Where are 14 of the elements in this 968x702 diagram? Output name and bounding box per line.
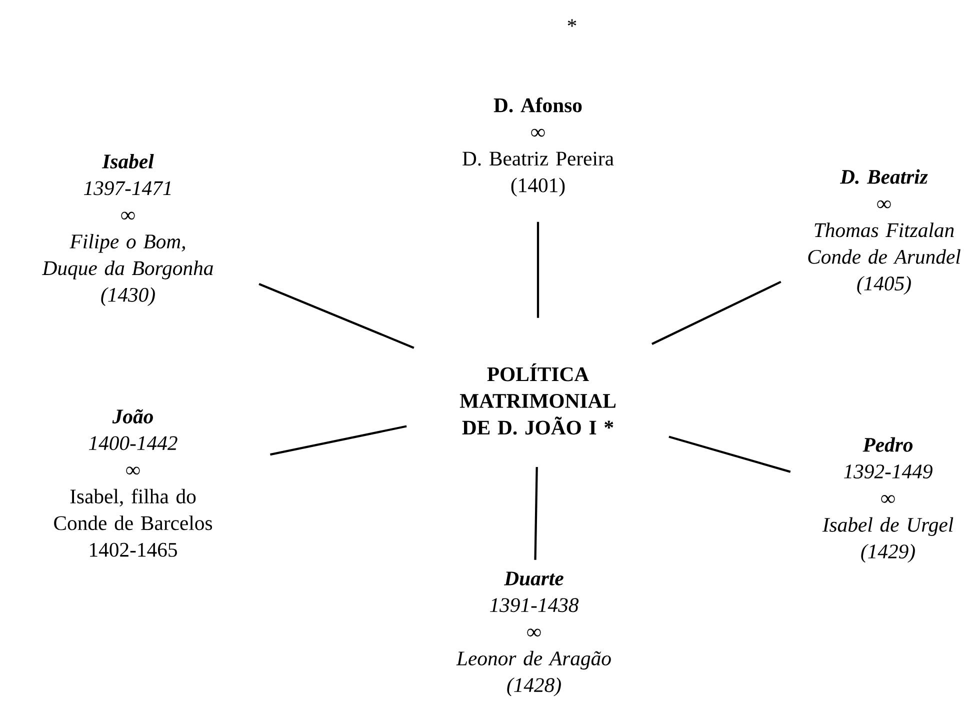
- person-entry: D. Beatriz ∞ Thomas Fitzalan Conde de Arundel (1405): [808, 169, 960, 295]
- connector-line: [258, 283, 414, 349]
- connector-line: [270, 425, 407, 456]
- person-entry: Duarte 1391-1438 ∞ Leonor de Aragão (1428): [456, 572, 611, 696]
- connector-line: [536, 222, 540, 318]
- connector-line: [651, 280, 782, 345]
- footnote-mark: *: [568, 19, 576, 27]
- person-entry: Isabel 1397-1471 ∞ Filipe o Bom, Duque da Borgonha (1430): [42, 154, 213, 306]
- person-entry: João 1400-1442 ∞ Isabel, filha do Conde de Barcelos 1402-1465: [54, 409, 212, 557]
- person-entry: D. Afonso ∞ D. Beatriz Pereira (1401): [462, 98, 614, 196]
- title-text: POLÍTICA MATRIMONIAL DE D. JOÃO I *: [460, 363, 616, 435]
- connector-line: [534, 466, 538, 560]
- person-entry: Pedro 1392-1449 ∞ Isabel de Urgel (1429): [822, 437, 954, 563]
- connector-line: [668, 436, 791, 473]
